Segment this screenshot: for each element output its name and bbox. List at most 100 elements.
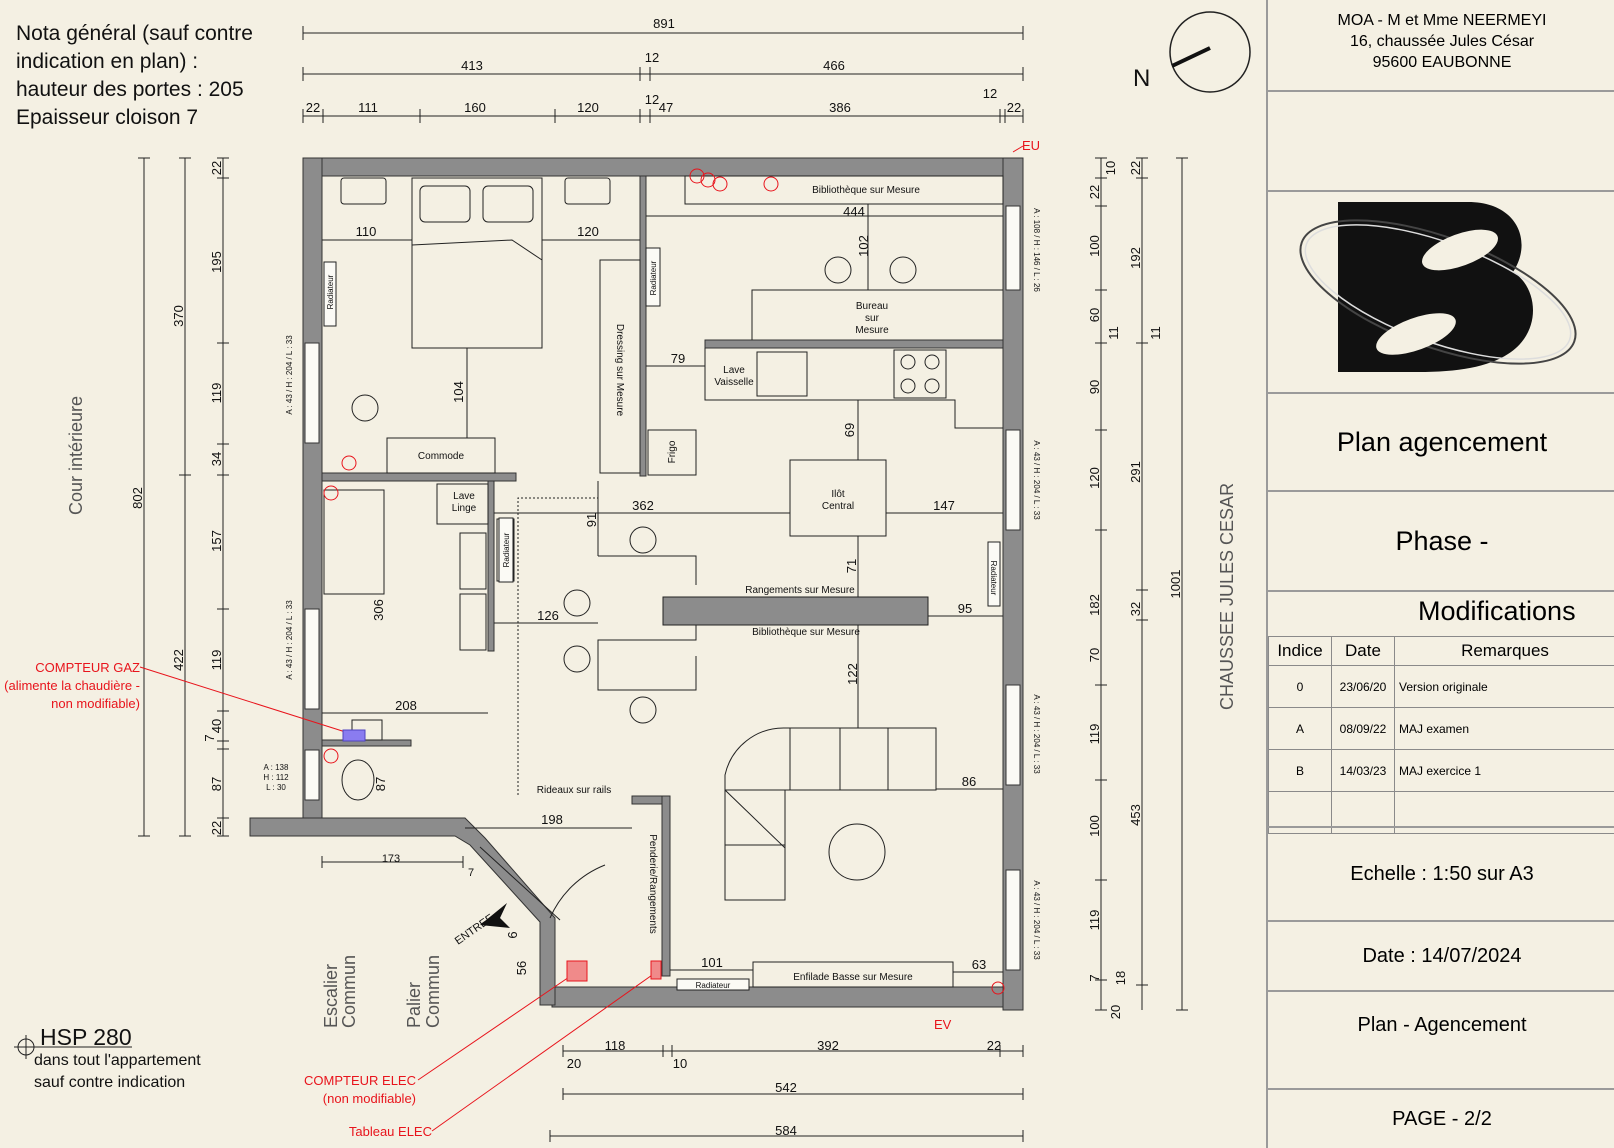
dim-306: 306 — [371, 599, 386, 621]
header-date: Date — [1331, 636, 1395, 666]
dim-left-119: 119 — [209, 383, 224, 404]
title-block: MOA - M et Mme NEERMEYI 16, chaussée Jul… — [1266, 0, 1614, 1148]
table-header-row: Indice Date Remarques — [1268, 636, 1614, 666]
label-radiateur-5: Radiateur — [696, 981, 731, 990]
label-radiateur-1: Radiateur — [326, 274, 335, 309]
dim-104: 104 — [451, 381, 466, 403]
row-date: 23/06/20 — [1331, 665, 1395, 708]
dim-top-413: 413 — [461, 58, 483, 73]
compteur-elec-1: COMPTEUR ELEC — [304, 1073, 416, 1088]
dim-mid-18: 18 — [1113, 971, 1128, 985]
dim-left-40: 40 — [209, 719, 224, 733]
dim-right-60: 60 — [1087, 308, 1102, 322]
dim-right-119: 119 — [1087, 724, 1102, 745]
modifications-title: Modifications — [1418, 596, 1576, 626]
windows — [304, 205, 1021, 971]
window-label-1: A : 43 / H : 204 / L : 33 — [285, 335, 294, 415]
dim-362: 362 — [632, 498, 654, 513]
divider — [1268, 826, 1614, 828]
wall-right — [1002, 157, 1024, 1011]
dim-bottom-118: 118 — [605, 1038, 626, 1053]
dim-left-7: 7 — [202, 734, 217, 741]
escalier-2: Commun — [339, 955, 359, 1028]
interior-dimension-labels: 110 120 444 102 79 104 69 362 147 91 71 … — [356, 204, 987, 975]
dim-left-195: 195 — [209, 251, 224, 273]
moa-line-2: 16, chaussée Jules César — [1349, 33, 1535, 50]
dim-right-100: 100 — [1087, 235, 1102, 257]
label-radiateur-2: Radiateur — [649, 260, 658, 295]
hsp-detail: dans tout l'appartement sauf contre indi… — [34, 1050, 201, 1094]
dim-102: 102 — [856, 235, 871, 257]
dim-71: 71 — [844, 559, 859, 573]
dim-bottom-542: 542 — [775, 1080, 797, 1095]
dim-95: 95 — [958, 601, 972, 616]
label-frigo: Frigo — [667, 440, 678, 463]
dim-top-160: 160 — [464, 100, 486, 115]
note-line-1: Nota général (sauf contre — [16, 22, 253, 45]
dim-mid-32: 32 — [1128, 602, 1143, 616]
window-label-3a: A : 138 — [264, 763, 289, 772]
dim-bottom-392: 392 — [817, 1038, 839, 1053]
dim-left-34: 34 — [209, 452, 224, 466]
plan-agencement: Plan - Agencement — [1268, 992, 1614, 1090]
dim-left-802: 802 — [130, 487, 145, 509]
wall-bath-right — [487, 480, 495, 652]
dim-top-386: 386 — [829, 100, 851, 115]
row-indice: A — [1268, 707, 1332, 750]
dim-top-12a: 12 — [645, 50, 659, 65]
dim-126: 126 — [537, 608, 559, 623]
wall-bedroom-bath — [321, 472, 517, 482]
label-ilot-1: Ilôt — [831, 489, 845, 500]
hsp-title: HSP 280 — [40, 1024, 132, 1050]
dim-101: 101 — [701, 955, 723, 970]
label-dressing: Dressing sur Mesure — [614, 324, 625, 417]
dim-91: 91 — [584, 513, 599, 527]
window-label-4: A : 108 / H : 146 / L : 26 — [1032, 208, 1041, 292]
walls — [249, 157, 1024, 1011]
meters — [323, 168, 1005, 995]
wall-wc — [321, 739, 412, 747]
label-enfilade: Enfilade Basse sur Mesure — [793, 972, 913, 983]
dim-right-100b: 100 — [1087, 815, 1102, 837]
dim-bottom-10: 10 — [673, 1056, 687, 1071]
moa-line-1: MOA - M et Mme NEERMEYI — [1337, 12, 1547, 29]
wall-penderie — [661, 795, 671, 977]
dim-top-12c: 12 — [983, 86, 997, 101]
dim-198: 198 — [541, 812, 563, 827]
hsp-line-2: sauf contre indication — [34, 1074, 186, 1091]
dim-right-22: 22 — [1087, 185, 1102, 199]
dim-top-466: 466 — [823, 58, 845, 73]
top-dimension-labels: 891 413 12 466 22 111 160 120 12 47 386 … — [306, 16, 1021, 115]
dim-right-1001: 1001 — [1168, 570, 1183, 599]
label-radiateur-3: Radiateur — [502, 532, 511, 567]
window-label-7: A : 43 / H : 204 / L : 33 — [1032, 880, 1041, 960]
window-label-2: A : 43 / H : 204 / L : 33 — [285, 600, 294, 680]
phase-title: Phase - — [1268, 492, 1614, 592]
window-label-6: A : 43 / H : 204 / L : 33 — [1032, 694, 1041, 774]
window-label-3b: H : 112 — [263, 773, 289, 782]
palier-2: Commun — [423, 955, 443, 1028]
dim-69: 69 — [842, 423, 857, 437]
escalier-1: Escalier — [321, 964, 341, 1028]
dim-top-120: 120 — [577, 100, 599, 115]
row-indice: B — [1268, 749, 1332, 792]
moa-block: MOA - M et Mme NEERMEYI 16, chaussée Jul… — [1268, 0, 1614, 92]
echelle: Echelle : 1:50 sur A3 — [1268, 828, 1614, 922]
dim-bottom-22: 22 — [987, 1038, 1001, 1053]
dim-left-22: 22 — [209, 161, 224, 175]
dim-mid-22: 22 — [1128, 161, 1143, 175]
note-line-3: hauteur des portes : 205 — [16, 78, 244, 101]
dim-right-120: 120 — [1087, 467, 1102, 489]
dim-right-90: 90 — [1087, 380, 1102, 394]
dim-bottom-20: 20 — [567, 1056, 581, 1071]
dim-bottom-173: 173 — [382, 853, 400, 865]
label-radiateur-4: Radiateur — [989, 561, 998, 596]
row-indice: 0 — [1268, 665, 1332, 708]
dim-right-11: 11 — [1106, 326, 1121, 340]
label-bureau-1: Bureau — [856, 301, 888, 312]
dim-top-12b: 12 — [645, 92, 659, 107]
header-remarques: Remarques — [1394, 636, 1614, 666]
wall-top — [302, 157, 1006, 177]
right-dimension-labels: 10 22 100 60 11 90 120 182 70 119 100 11… — [1087, 161, 1183, 1019]
top-dimensions — [302, 26, 1024, 123]
